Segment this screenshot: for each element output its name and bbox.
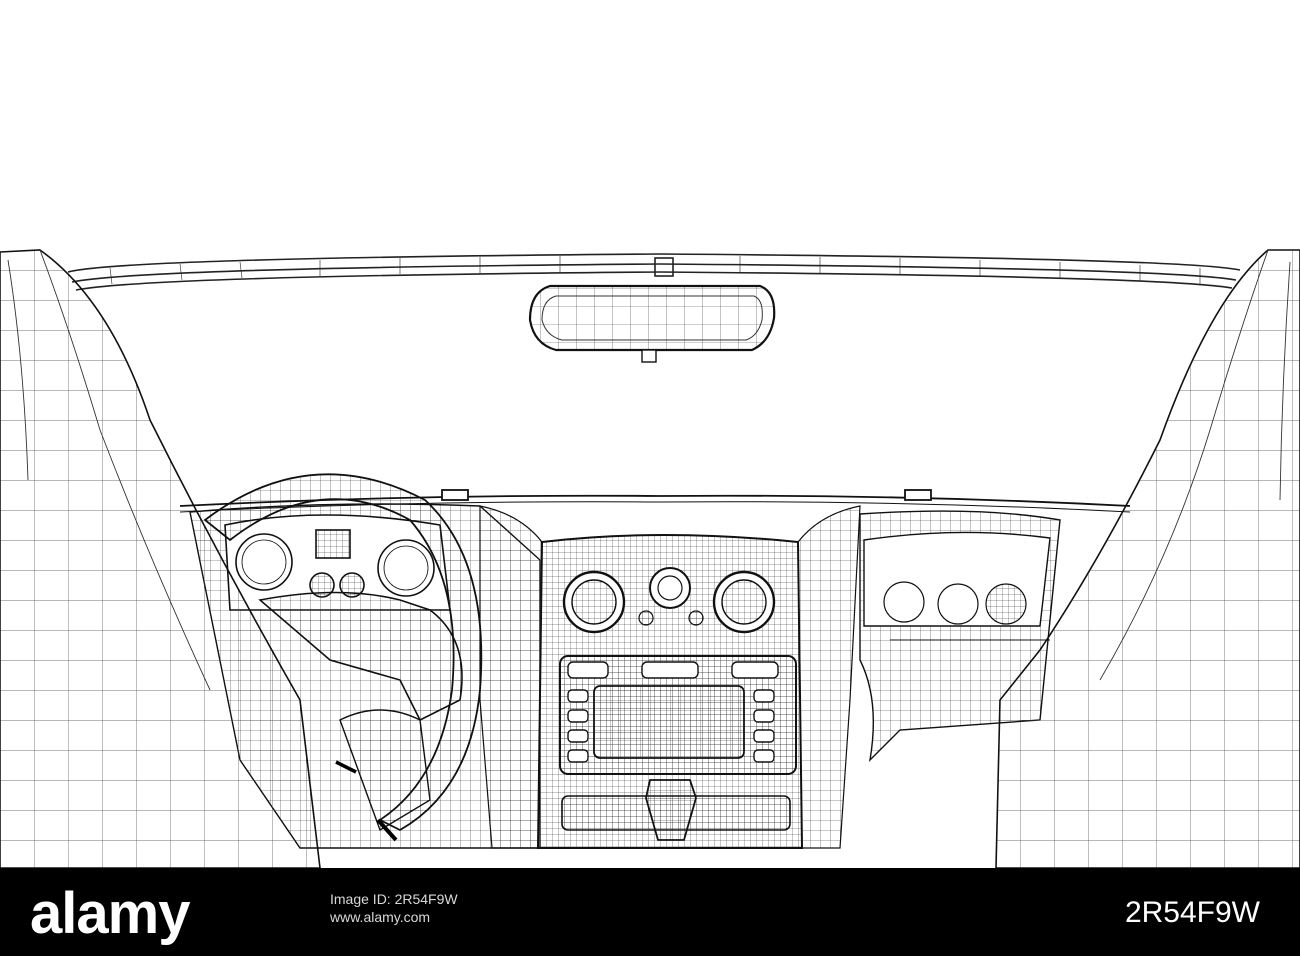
rear-view-mirror: [528, 284, 776, 363]
fine-print: Image ID: 2R54F9W www.alamy.com: [330, 890, 1090, 926]
center-dial: [638, 567, 704, 626]
wireframe-car-interior: [0, 249, 1300, 868]
fine-line-1: Image ID: 2R54F9W: [330, 891, 458, 907]
air-vent-right: [712, 570, 776, 634]
air-vent-left: [562, 570, 626, 634]
steering-wheel: [203, 473, 483, 842]
gear-shifter: [645, 779, 697, 841]
infotainment-unit: [559, 655, 797, 831]
logo: alamy: [30, 881, 190, 946]
left-button-column: [567, 689, 589, 763]
instrument-cluster: [224, 514, 451, 611]
left-seat-headrest: [0, 249, 321, 868]
right-seat-headrest: [995, 249, 1300, 868]
top-button-row: [567, 661, 779, 679]
right-button-column: [753, 689, 775, 763]
fine-line-2: www.alamy.com: [330, 909, 431, 925]
footer: alamy Image ID: 2R54F9W www.alamy.com 2R…: [0, 868, 1300, 956]
windshield-frame: [67, 253, 1241, 291]
image-id: 2R54F9W: [1124, 896, 1260, 929]
